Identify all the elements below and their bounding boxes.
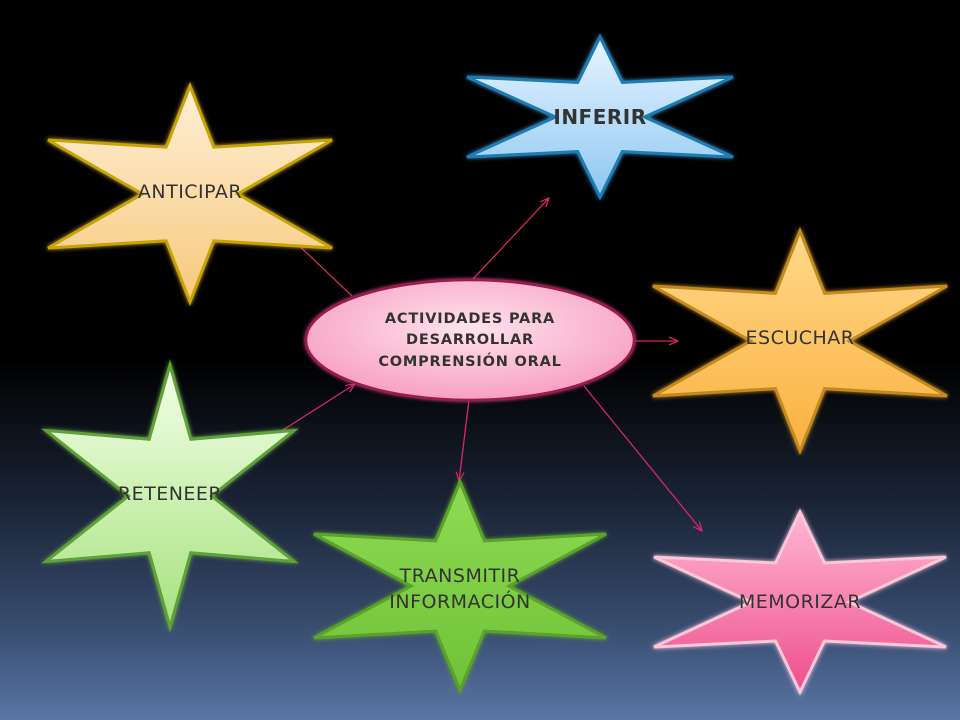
node-transmitir-label: TRANSMITIR INFORMACIÓN: [389, 565, 531, 613]
star-node-anticipar: [47, 81, 333, 307]
star-node-inferir: [466, 33, 734, 201]
node-escuchar-label: ESCUCHAR: [745, 327, 855, 350]
center-node: [304, 278, 636, 402]
center-layer: [304, 278, 636, 402]
arrow-to-transmitir: [459, 399, 470, 481]
star-node-escuchar: [652, 226, 948, 456]
arrow-to-inferir: [471, 198, 549, 281]
star-node-reteneer: [41, 359, 299, 633]
center-node-label: ACTIVIDADES PARA DESARROLLAR COMPRENSIÓN…: [378, 311, 562, 370]
node-inferir-label: INFERIR: [553, 104, 647, 129]
arrow-to-memorizar: [583, 385, 702, 531]
star-node-transmitir: [313, 478, 607, 694]
node-reteneer-label: RETENEER: [117, 483, 223, 506]
node-anticipar-label: ANTICIPAR: [137, 181, 243, 204]
stars-layer: [41, 33, 948, 696]
node-memorizar-label: MEMORIZAR: [738, 591, 862, 614]
star-node-memorizar: [653, 508, 947, 696]
